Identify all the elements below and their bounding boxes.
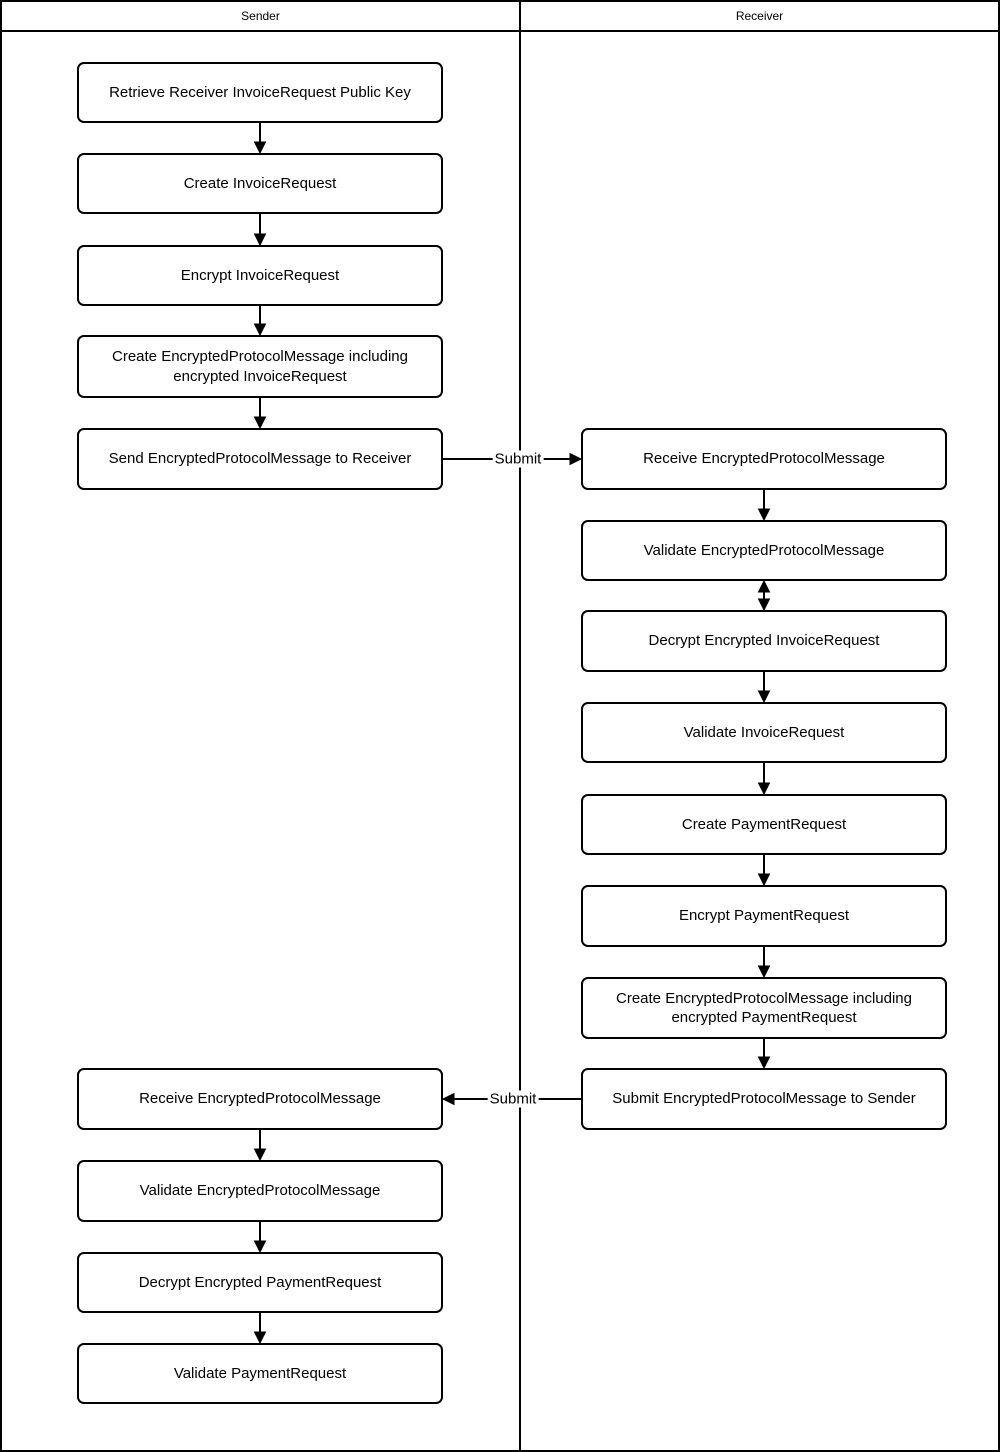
node-create-encryptedprotocolmessage-invoicerequest: Create EncryptedProtocolMessage includin…: [77, 335, 443, 398]
arrow-retrieve-to-create: [253, 123, 267, 155]
lane-divider: [519, 2, 521, 1450]
lane-divider-header: [519, 2, 521, 30]
node-send-encryptedprotocolmessage-to-receiver: Send EncryptedProtocolMessage to Receive…: [77, 428, 443, 490]
submit-label-top: Submit: [492, 450, 544, 468]
arrow-validate-to-decrypt-sender: [253, 1222, 267, 1254]
arrow-create-to-encrypt: [253, 214, 267, 247]
lane-header-sender-label: Sender: [241, 9, 280, 23]
arrow-decrypt-to-validateir: [757, 672, 771, 704]
node-label: Encrypt PaymentRequest: [678, 907, 850, 925]
arrow-createepm-to-send: [253, 398, 267, 430]
node-sender-receive-encryptedprotocolmessage: Receive EncryptedProtocolMessage: [77, 1068, 443, 1130]
node-label: Retrieve Receiver InvoiceRequest Public …: [109, 83, 411, 101]
node-label: Decrypt Encrypted InvoiceRequest: [648, 632, 880, 650]
node-receiver-validate-encryptedprotocolmessage: Validate EncryptedProtocolMessage: [581, 520, 947, 581]
node-label: Submit EncryptedProtocolMessage to Sende…: [612, 1090, 916, 1108]
node-label: Receive EncryptedProtocolMessage: [643, 450, 885, 468]
node-label: Validate EncryptedProtocolMessage: [139, 1182, 381, 1200]
node-label: Create EncryptedProtocolMessage includin…: [616, 989, 912, 1027]
node-label: Send EncryptedProtocolMessage to Receive…: [108, 450, 412, 468]
node-create-encryptedprotocolmessage-paymentrequest: Create EncryptedProtocolMessage includin…: [581, 977, 947, 1039]
lane-header-receiver: Receiver: [521, 2, 998, 30]
node-validate-paymentrequest: Validate PaymentRequest: [77, 1343, 443, 1404]
node-label: Encrypt InvoiceRequest: [180, 266, 340, 284]
arrow-receive-to-validate-receiver: [757, 490, 771, 522]
node-decrypt-encrypted-paymentrequest: Decrypt Encrypted PaymentRequest: [77, 1252, 443, 1313]
double-arrow-validate-decrypt: [757, 579, 771, 612]
lane-header-row: Sender Receiver: [2, 2, 998, 32]
arrow-encrypt-to-createepm: [253, 306, 267, 337]
submit-label-bottom: Submit: [487, 1090, 539, 1108]
lane-header-sender: Sender: [2, 2, 519, 30]
node-label: Create PaymentRequest: [681, 815, 847, 833]
arrow-createpr-to-encryptpr: [757, 855, 771, 887]
node-create-invoicerequest: Create InvoiceRequest: [77, 153, 443, 214]
arrow-validateir-to-createpr: [757, 763, 771, 796]
arrow-decrypt-to-validatepr-sender: [253, 1313, 267, 1345]
node-create-paymentrequest: Create PaymentRequest: [581, 794, 947, 855]
node-decrypt-encrypted-invoicerequest: Decrypt Encrypted InvoiceRequest: [581, 610, 947, 672]
node-label: Create EncryptedProtocolMessage includin…: [112, 348, 408, 385]
node-label: Create InvoiceRequest: [183, 174, 337, 192]
node-label: Validate InvoiceRequest: [683, 723, 845, 741]
node-label: Receive EncryptedProtocolMessage: [139, 1090, 381, 1108]
node-submit-encryptedprotocolmessage-to-sender: Submit EncryptedProtocolMessage to Sende…: [581, 1068, 947, 1130]
node-validate-invoicerequest: Validate InvoiceRequest: [581, 702, 947, 763]
node-label: Validate PaymentRequest: [173, 1364, 347, 1382]
arrow-receive-to-validate-sender: [253, 1130, 267, 1162]
arrow-createepm-to-submit: [757, 1039, 771, 1070]
node-retrieve-invoicerequest-public-key: Retrieve Receiver InvoiceRequest Public …: [77, 62, 443, 123]
lane-header-receiver-label: Receiver: [735, 9, 784, 23]
node-label: Validate EncryptedProtocolMessage: [643, 541, 885, 559]
node-encrypt-invoicerequest: Encrypt InvoiceRequest: [77, 245, 443, 306]
arrow-encryptpr-to-createepm: [757, 947, 771, 979]
node-sender-validate-encryptedprotocolmessage: Validate EncryptedProtocolMessage: [77, 1160, 443, 1222]
node-receiver-receive-encryptedprotocolmessage: Receive EncryptedProtocolMessage: [581, 428, 947, 490]
node-encrypt-paymentrequest: Encrypt PaymentRequest: [581, 885, 947, 947]
node-label: Decrypt Encrypted PaymentRequest: [138, 1273, 382, 1291]
